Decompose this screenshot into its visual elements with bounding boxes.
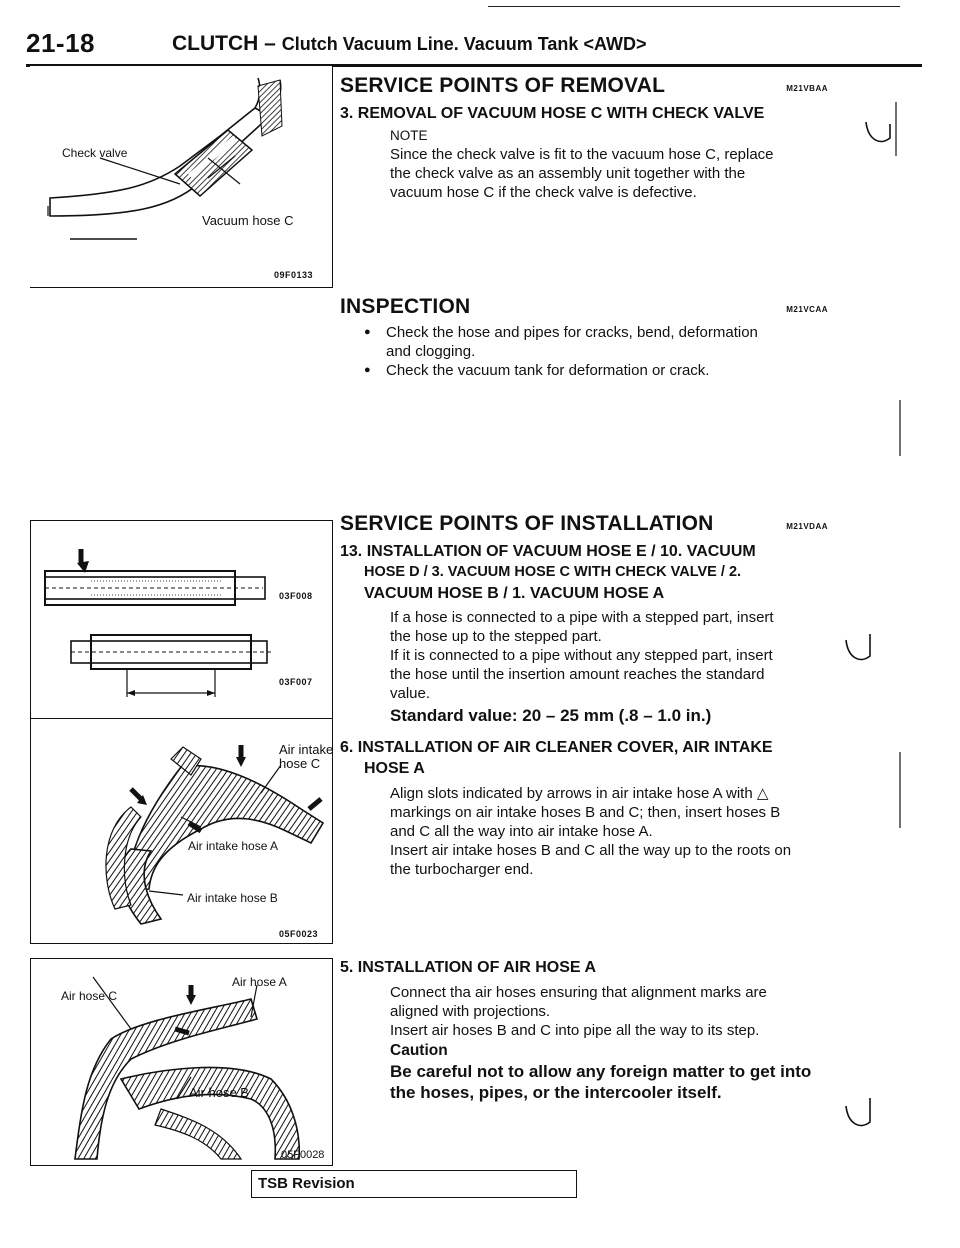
- note-line: Since the check valve is fit to the vacu…: [390, 146, 774, 163]
- step-6-text: Align slots indicated by arrows in air i…: [390, 785, 769, 802]
- note-label: NOTE: [390, 128, 428, 143]
- inspection-bullets: ● Check the hose and pipes for cracks, b…: [364, 323, 824, 380]
- inspection-code: M21VCAA: [786, 305, 828, 314]
- bullet-dot-icon: ●: [364, 326, 371, 338]
- header-dash: –: [264, 32, 276, 55]
- air-intake-hoses-illustration: [105, 745, 325, 925]
- label-vacuum-hose-c: Vacuum hose C: [202, 213, 294, 228]
- removal-step: 3. REMOVAL OF VACUUM HOSE C WITH CHECK V…: [340, 105, 765, 122]
- step-13-text: the hose up to the stepped part.: [390, 628, 602, 645]
- header-rule: [26, 64, 922, 67]
- header-top-rule: [488, 6, 900, 7]
- section-name: CLUTCH: [172, 32, 259, 55]
- step-13-text: the hose until the insertion amount reac…: [390, 666, 765, 683]
- margin-bracket-icon: [845, 634, 871, 661]
- tsb-revision-box: TSB Revision: [251, 1170, 577, 1198]
- label-air-intake-hose-c-text: Air intake hose C: [279, 742, 334, 771]
- page-header-title: CLUTCH – Clutch Vacuum Line. Vacuum Tank…: [172, 32, 646, 56]
- figure-air-intake-hoses: Air intake hose C Air intake hose A Air …: [30, 718, 333, 944]
- margin-bracket-icon: [865, 102, 897, 156]
- step-6-text: Insert air intake hoses B and C all the …: [390, 842, 792, 859]
- step-5-text: aligned with projections.: [390, 1003, 551, 1020]
- figure-air-hoses: Air hose A Air hose C Air hose B 05F0028: [30, 958, 333, 1166]
- margin-rule-icon: [899, 752, 901, 828]
- inspection-title: INSPECTION: [340, 295, 471, 318]
- removal-code: M21VBAA: [786, 84, 828, 93]
- caution-line: Be careful not to allow any foreign matt…: [390, 1062, 812, 1081]
- figure-code-bottom: 03F007: [279, 677, 313, 687]
- bullet-line: and clogging.: [386, 343, 476, 360]
- note-line: the check valve as an assembly unit toge…: [390, 165, 746, 182]
- step-5-heading: 5. INSTALLATION OF AIR HOSE A: [340, 959, 596, 976]
- margin-rule-icon: [899, 400, 901, 456]
- caution-label: Caution: [390, 1042, 448, 1059]
- step-13-text: If a hose is connected to a pipe with a …: [390, 609, 774, 626]
- step-6-line: 6. INSTALLATION OF AIR CLEANER COVER, AI…: [340, 739, 773, 756]
- step-5-text: Insert air hoses B and C into pipe all t…: [390, 1022, 760, 1039]
- bullet-dot-icon: ●: [364, 364, 371, 376]
- removal-title: SERVICE POINTS OF REMOVAL: [340, 74, 666, 97]
- step-13-line: HOSE D / 3. VACUUM HOSE C WITH CHECK VAL…: [364, 564, 742, 580]
- label-check-valve: Check valve: [62, 146, 128, 160]
- installation-title: SERVICE POINTS OF INSTALLATION: [340, 512, 714, 535]
- caution-text: Be careful not to allow any foreign matt…: [390, 1061, 830, 1103]
- bullet-line: Check the hose and pipes for cracks, ben…: [386, 324, 758, 341]
- label-air-hose-c: Air hose C: [61, 989, 118, 1003]
- label-air-hose-b: Air hose B: [189, 1085, 249, 1100]
- removal-heading: SERVICE POINTS OF REMOVAL M21VBAA: [340, 74, 828, 98]
- label-air-intake-hose-c: Air intake hose C: [279, 743, 339, 771]
- step-13-line: VACUUM HOSE B / 1. VACUUM HOSE A: [364, 585, 665, 602]
- figure-code-top: 03F008: [279, 591, 313, 601]
- figure-hose-insertion: 03F008 03F007: [30, 520, 333, 720]
- label-air-hose-a: Air hose A: [232, 975, 287, 989]
- step-13-heading: 13. INSTALLATION OF VACUUM HOSE E / 10. …: [340, 541, 826, 604]
- bullet-item: ● Check the vacuum tank for deformation …: [364, 361, 824, 380]
- step-6-text: markings on air intake hoses B and C; th…: [390, 804, 781, 821]
- margin-bracket-icon: [845, 1098, 871, 1127]
- figure-code: 09F0133: [274, 270, 314, 280]
- note-body: Since the check valve is fit to the vacu…: [390, 145, 824, 202]
- label-air-intake-hose-a: Air intake hose A: [188, 839, 279, 853]
- step-6-body: Align slots indicated by arrows in air i…: [390, 784, 824, 879]
- page-number: 21-18: [26, 28, 95, 58]
- inspection-heading: INSPECTION M21VCAA: [340, 295, 828, 319]
- step-13-text: If it is connected to a pipe without any…: [390, 647, 773, 664]
- hose-insertion-illustration: [44, 549, 271, 697]
- standard-value: Standard value: 20 – 25 mm (.8 – 1.0 in.…: [390, 706, 712, 725]
- step-13-text: value.: [390, 685, 431, 702]
- bullet-item: ● Check the hose and pipes for cracks, b…: [364, 323, 824, 361]
- figure-code: 05F0028: [281, 1149, 325, 1161]
- section-subtitle: Clutch Vacuum Line. Vacuum Tank <AWD>: [281, 34, 647, 54]
- step-6-heading: 6. INSTALLATION OF AIR CLEANER COVER, AI…: [340, 737, 826, 779]
- step-13-line: 13. INSTALLATION OF VACUUM HOSE E / 10. …: [340, 543, 756, 560]
- step-6-text: the turbocharger end.: [390, 861, 534, 878]
- step-13-body: If a hose is connected to a pipe with a …: [390, 608, 824, 703]
- step-5-text: Connect tha air hoses ensuring that alig…: [390, 984, 767, 1001]
- step-5-body: Connect tha air hoses ensuring that alig…: [390, 983, 824, 1040]
- air-hoses-illustration: [74, 976, 301, 1160]
- step-6-text: and C all the way into air intake hose A…: [390, 823, 653, 840]
- installation-heading: SERVICE POINTS OF INSTALLATION M21VDAA: [340, 512, 828, 536]
- installation-code: M21VDAA: [786, 522, 828, 531]
- bullet-line: Check the vacuum tank for deformation or…: [386, 362, 710, 379]
- figure-check-valve: Check valve Vacuum hose C 09F0133: [30, 66, 333, 288]
- caution-line: the hoses, pipes, or the intercooler its…: [390, 1083, 722, 1102]
- step-6-line: HOSE A: [364, 760, 425, 777]
- note-line: vacuum hose C if the check valve is defe…: [390, 184, 697, 201]
- check-valve-illustration: [47, 77, 283, 240]
- label-air-intake-hose-b: Air intake hose B: [187, 891, 278, 905]
- figure-code: 05F0023: [279, 929, 319, 939]
